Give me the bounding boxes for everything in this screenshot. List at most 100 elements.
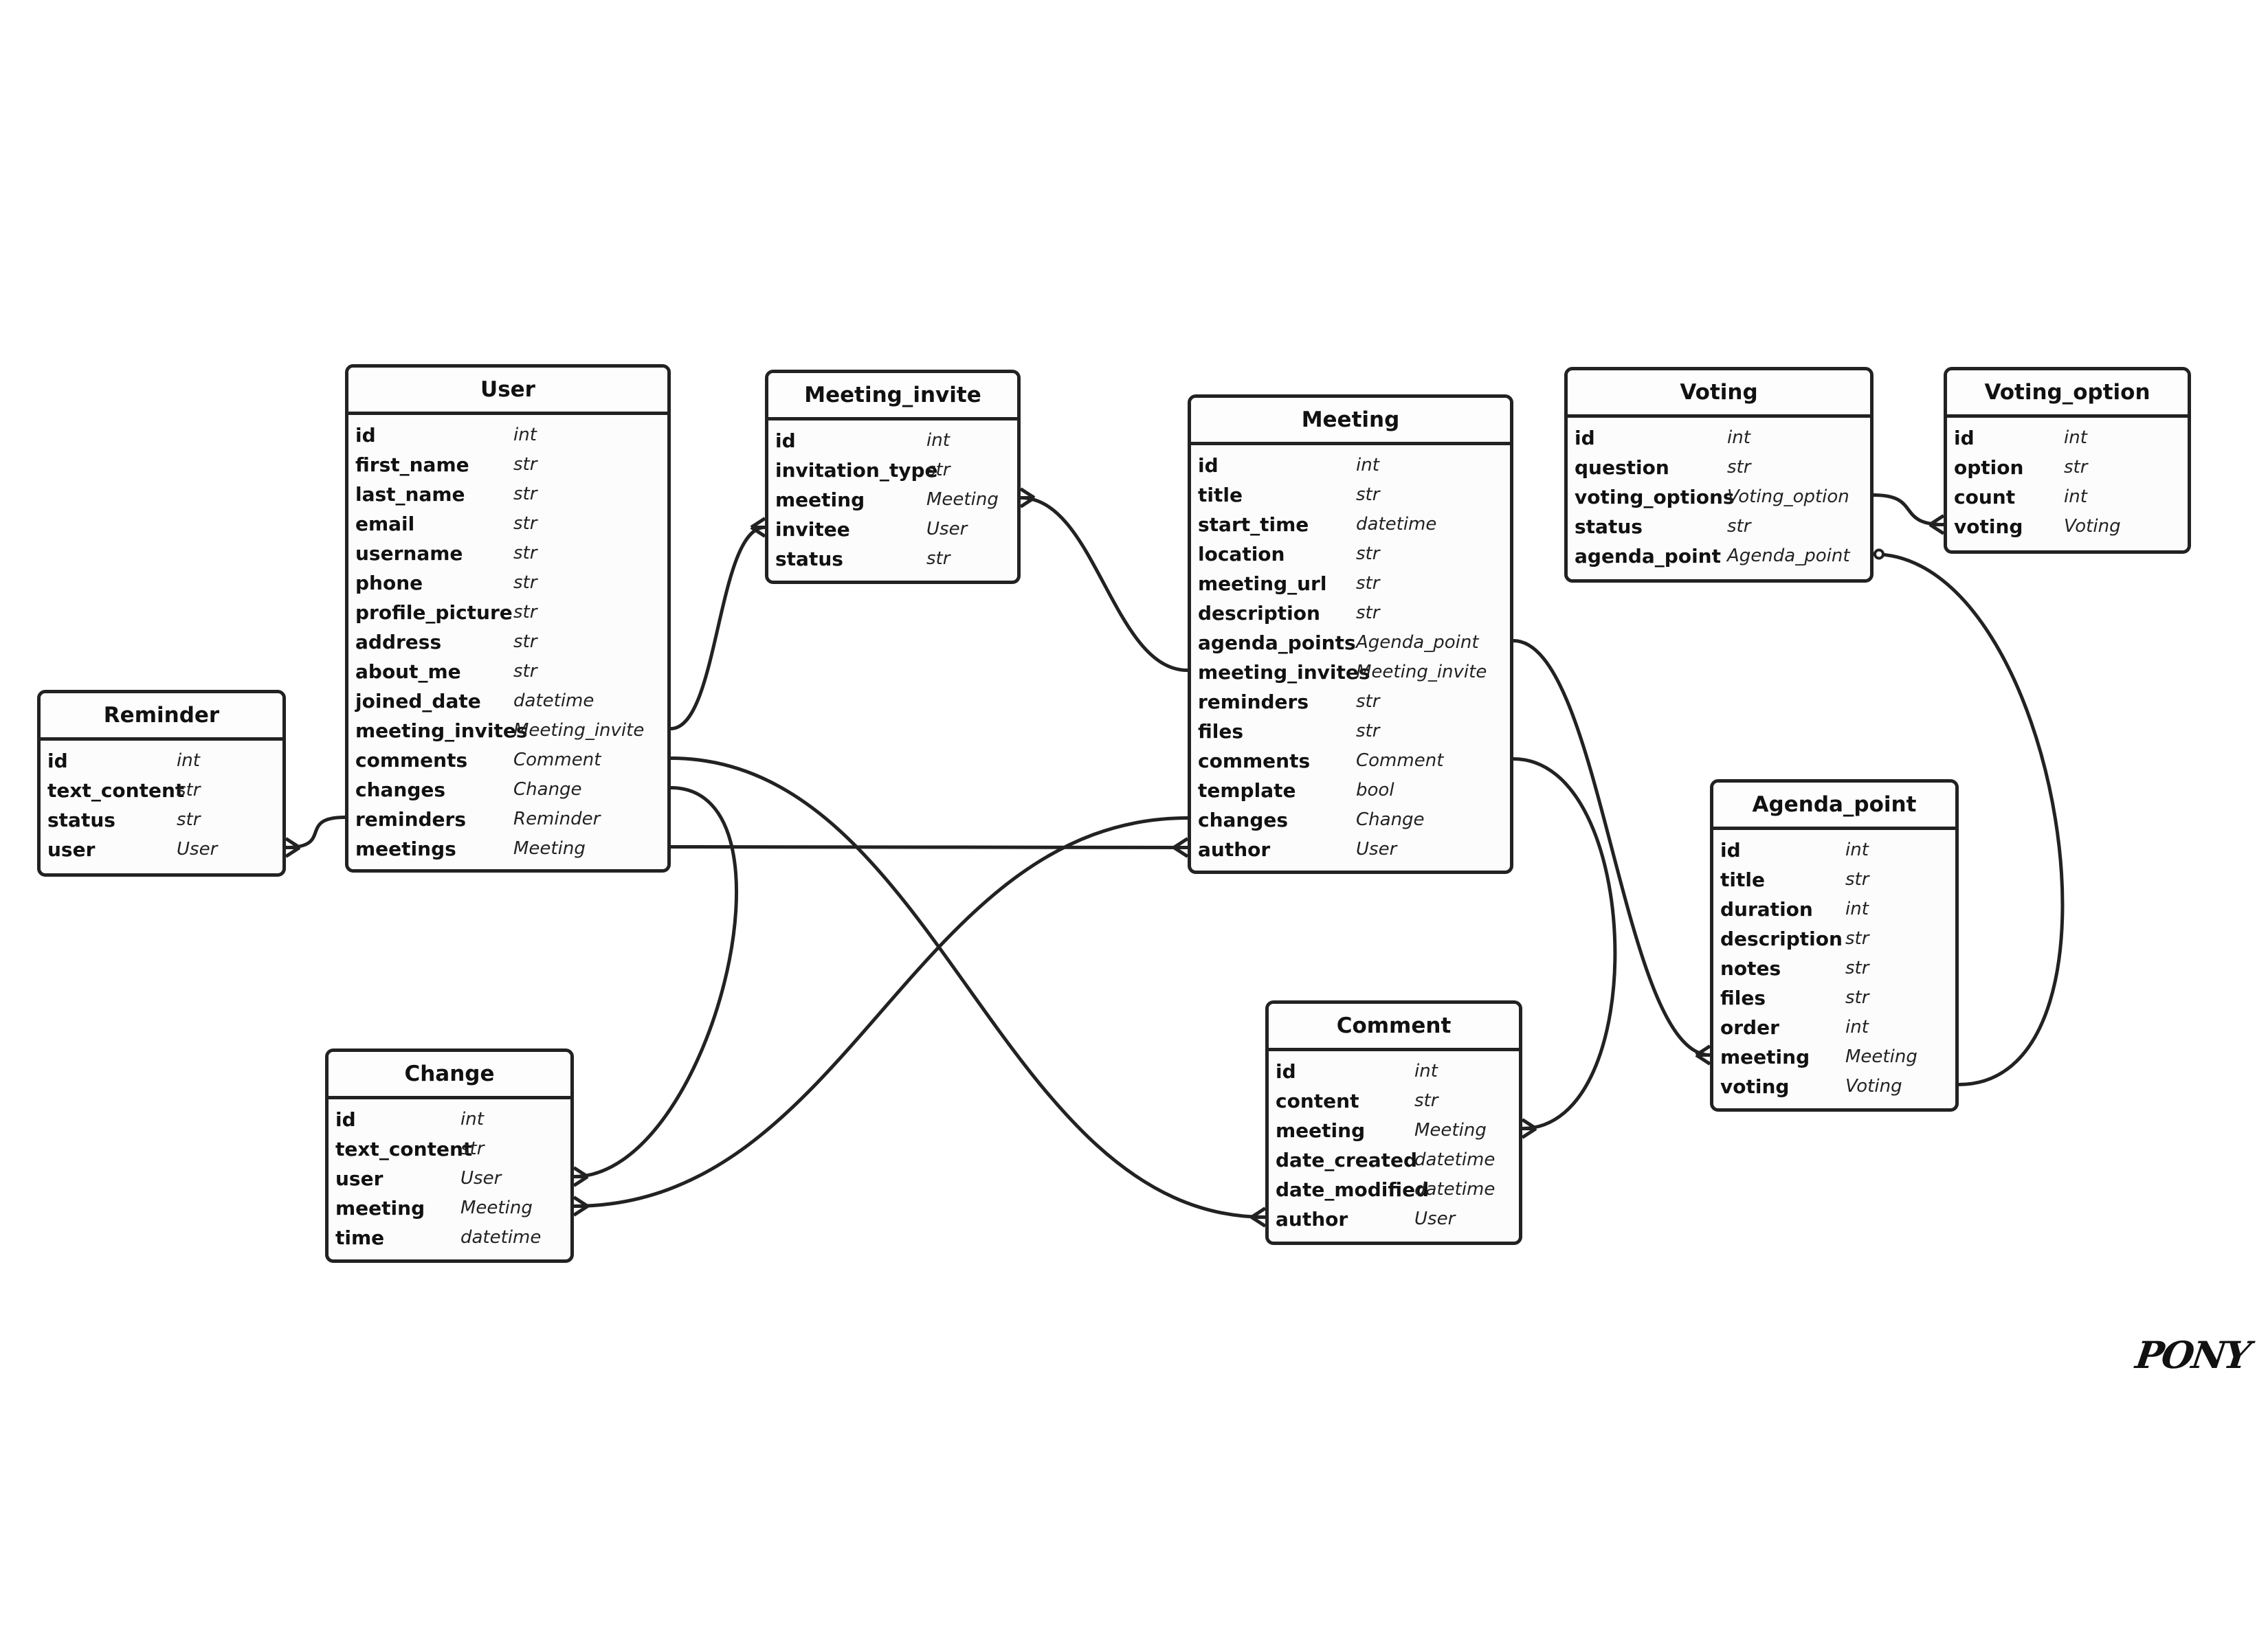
attribute-name: voting_options: [1575, 486, 1735, 508]
attribute-type: Agenda_point: [1727, 546, 1850, 566]
entity-title: Meeting: [1191, 398, 1510, 445]
attribute-type: str: [177, 780, 201, 800]
relationship-line: [670, 845, 1188, 849]
attribute-row: id int: [1191, 451, 1510, 480]
attribute-type: str: [926, 548, 950, 569]
attribute-type: str: [513, 631, 537, 652]
attribute-name: meeting_url: [1198, 572, 1327, 595]
attribute-type: Reminder: [513, 809, 601, 829]
attribute-name: first_name: [355, 453, 469, 476]
attribute-row: meeting_url str: [1191, 569, 1510, 598]
attribute-type: int: [926, 430, 950, 451]
many-end-marker: [572, 1196, 589, 1217]
attribute-name: status: [47, 809, 115, 831]
attribute-name: email: [355, 513, 415, 535]
attribute-type: str: [1356, 543, 1380, 564]
attribute-name: status: [775, 548, 843, 570]
attribute-name: invitation_type: [775, 459, 938, 482]
attribute-name: id: [1720, 839, 1741, 862]
attribute-name: user: [335, 1167, 383, 1190]
attribute-type: User: [926, 519, 968, 539]
attribute-type: str: [1727, 516, 1751, 537]
relationship-line: [1873, 552, 2065, 1086]
attribute-name: meeting_invites: [355, 719, 528, 742]
attribute-type: str: [1356, 484, 1380, 505]
relationship-line: [670, 756, 1266, 1219]
many-end-marker: [1250, 1207, 1267, 1228]
attribute-type: Voting: [2064, 516, 2121, 537]
attribute-name: agenda_point: [1575, 545, 1721, 568]
attribute-name: title: [1720, 868, 1765, 891]
attribute-type: Change: [513, 779, 582, 800]
many-end-marker: [1695, 1044, 1711, 1066]
attribute-name: title: [1198, 484, 1243, 506]
attribute-name: id: [47, 750, 68, 772]
many-end-marker: [285, 837, 301, 858]
attribute-name: meeting_invites: [1198, 661, 1370, 684]
attribute-row: agenda_point Agenda_point: [1568, 541, 1870, 571]
attribute-name: meeting: [775, 489, 865, 511]
attribute-name: username: [355, 542, 463, 565]
attribute-type: int: [2064, 486, 2087, 507]
attribute-name: id: [1198, 454, 1219, 477]
relationship-line: [573, 816, 1188, 1208]
attribute-name: option: [1954, 456, 2024, 479]
attribute-type: Meeting: [926, 489, 999, 510]
attribute-type: int: [1356, 455, 1379, 475]
attribute-row: status str: [1568, 512, 1870, 541]
attribute-name: id: [1575, 427, 1595, 449]
attribute-type: str: [513, 484, 537, 504]
relationship-line: [1020, 496, 1188, 672]
attribute-name: status: [1575, 515, 1643, 538]
attribute-type: str: [1356, 573, 1380, 594]
pony-logo: PONY: [2133, 1333, 2252, 1377]
attribute-type: str: [2064, 457, 2088, 478]
attribute-type: str: [1845, 987, 1869, 1008]
attribute-name: user: [47, 838, 96, 861]
attribute-type: str: [1356, 721, 1380, 741]
many-end-marker: [750, 517, 766, 538]
attribute-name: count: [1954, 486, 2016, 508]
attribute-type: str: [1845, 958, 1869, 978]
entity-title: Change: [329, 1052, 570, 1099]
attribute-type: Meeting_invite: [1356, 662, 1487, 682]
attribute-type: Voting_option: [1727, 486, 1849, 507]
attribute-type: str: [513, 602, 537, 622]
attribute-type: Meeting: [513, 838, 586, 859]
attribute-name: agenda_points: [1198, 631, 1356, 654]
